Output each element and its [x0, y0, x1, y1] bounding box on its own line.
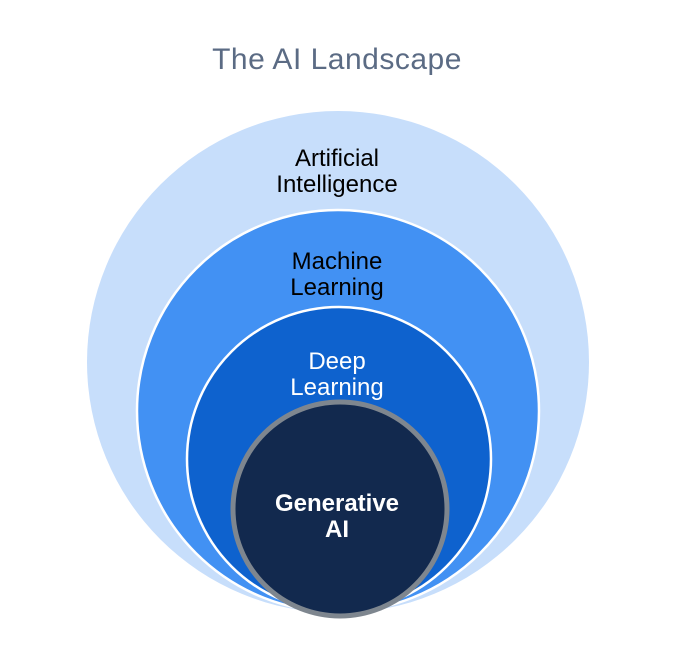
label-line-1: Artificial — [294, 145, 379, 172]
label-artificial-intelligence: Artificial Intelligence — [0, 146, 674, 198]
page-title: The AI Landscape — [212, 43, 462, 76]
label-line-1: Generative — [274, 490, 400, 517]
label-machine-learning: Machine Learning — [0, 249, 674, 301]
label-generative-ai: Generative AI — [0, 491, 674, 543]
label-line-1: Deep — [308, 348, 366, 375]
label-deep-learning: Deep Learning — [0, 349, 674, 401]
circle-generative-ai — [230, 399, 450, 619]
label-line-2: AI — [325, 516, 349, 543]
label-line-2: Learning — [290, 274, 384, 301]
label-line-2: Intelligence — [276, 171, 398, 198]
label-line-1: Machine — [291, 248, 383, 275]
label-line-2: Learning — [290, 374, 384, 401]
